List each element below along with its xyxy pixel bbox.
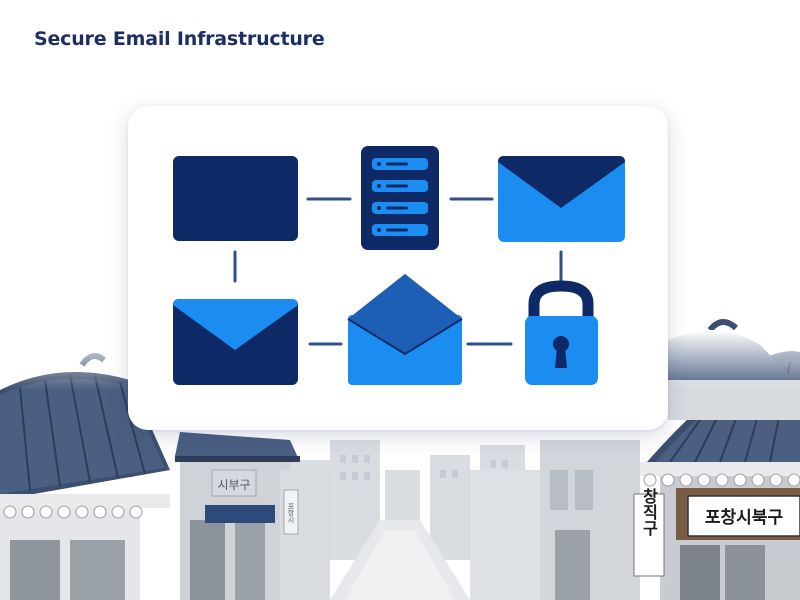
envelope-icon xyxy=(173,299,298,385)
small-vertical-sign-text: 포항시 xyxy=(287,503,295,524)
left-street-sign: 시부구 xyxy=(211,469,257,497)
connector-lines xyxy=(233,197,563,346)
right-signboard: 포창시북구 xyxy=(676,488,800,540)
right-sign-text: 포창시북구 xyxy=(705,508,784,528)
left-roof xyxy=(0,353,170,519)
small-vertical-sign: 포항시 xyxy=(283,489,299,535)
mid-left-roof xyxy=(175,432,300,523)
vertical-large-sign-text: 창직구 xyxy=(640,487,659,537)
server-icon xyxy=(361,146,439,250)
envelope-icon xyxy=(498,156,625,242)
left-buildings xyxy=(0,450,330,600)
open-envelope-icon xyxy=(347,274,463,385)
vertical-large-sign: 창직구 xyxy=(633,487,665,577)
padlock-icon xyxy=(525,280,598,385)
infrastructure-diagram-card xyxy=(128,106,668,430)
page-title: Secure Email Infrastructure xyxy=(34,28,325,50)
document-icon xyxy=(173,156,298,241)
left-sign-text: 시부구 xyxy=(217,478,250,492)
infrastructure-diagram xyxy=(173,146,625,385)
